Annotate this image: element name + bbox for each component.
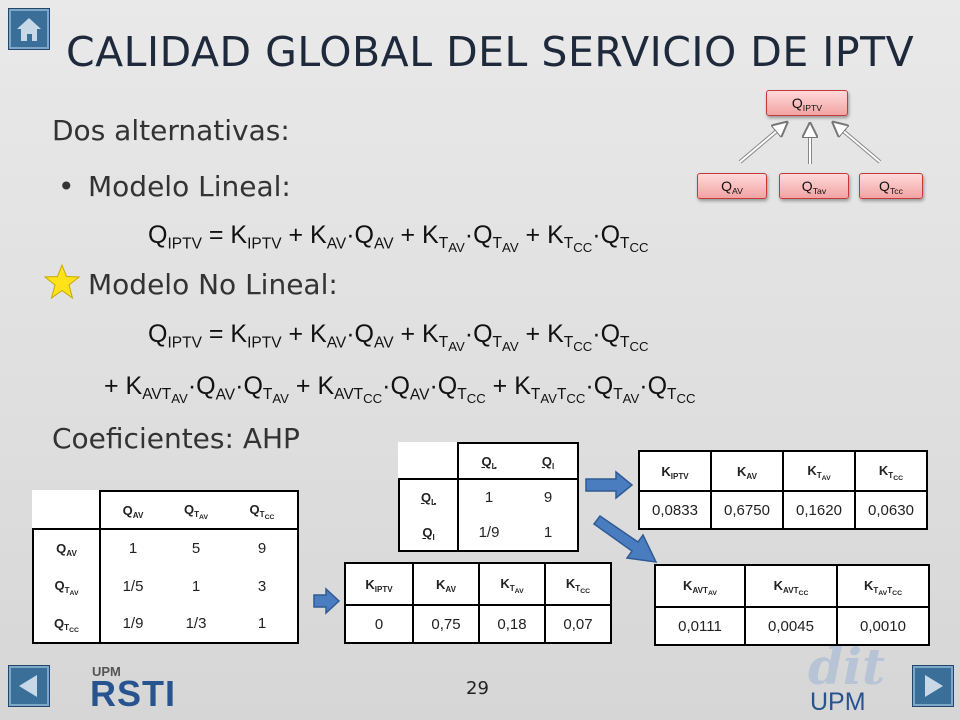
page-title: CALIDAD GLOBAL DEL SERVICIO DE IPTV [66, 28, 915, 76]
formula-nonlinear-1: QIPTV = KIPTV + KAV·QAV + KTAV·QTAV + KT… [148, 320, 649, 355]
bullet-dot: • [58, 170, 75, 203]
node-q-tav: QTav [779, 173, 849, 199]
node-q-tcc: QTcc [859, 173, 923, 199]
formula-linear: QIPTV = KIPTV + KAV·QAV + KTAV·QTAV + KT… [148, 221, 649, 256]
star-icon [44, 264, 80, 300]
weights-table-1: KIPTV KAV KTAV KTCC 0 0,75 0,18 0,07 [344, 562, 612, 644]
home-button[interactable] [8, 8, 50, 50]
arrow-right-icon [585, 470, 634, 500]
next-slide-button[interactable] [912, 665, 954, 707]
triangle-right-icon [925, 675, 943, 697]
rsti-logo: RSTI [90, 673, 177, 714]
node-q-iptv: QIPTV [766, 90, 848, 116]
arrow-right-icon [313, 587, 341, 615]
upm-logo-text: UPM [810, 688, 866, 716]
weights-table-2: KIPTV KAV KTAV KTCC 0,0833 0,6750 0,1620… [638, 450, 928, 530]
comparison-matrix-2: QL QI QL 1 9 QI 1/9 1 [398, 442, 579, 552]
home-icon [17, 18, 41, 41]
arrow-diagonal-icon [592, 514, 658, 563]
bullet-modelo-no-lineal: Modelo No Lineal: [88, 268, 338, 301]
page-number: 29 [466, 678, 489, 699]
hierarchy-arrows [738, 112, 882, 164]
intro-text: Dos alternativas: [52, 114, 290, 147]
bullet-modelo-lineal: Modelo Lineal: [88, 170, 291, 203]
triangle-left-icon [19, 675, 37, 697]
weights-table-3: KAVTAV KAVTCC KTAVTCC 0,0111 0,0045 0,00… [654, 564, 930, 646]
node-q-av: QAV [697, 173, 767, 199]
upm-small-label: UPM [92, 664, 121, 679]
previous-slide-button[interactable] [8, 665, 50, 707]
dit-logo: dit [808, 637, 886, 696]
formula-nonlinear-2: + KAVTAV·QAV·QTAV + KAVTCC·QAV·QTCC + KT… [104, 372, 696, 407]
comparison-matrix-1: QAV QTAV QTCC QAV 1 5 9 QTAV 1/5 1 3 QTC… [32, 490, 299, 644]
coeficientes-text: Coeficientes: AHP [52, 422, 300, 455]
